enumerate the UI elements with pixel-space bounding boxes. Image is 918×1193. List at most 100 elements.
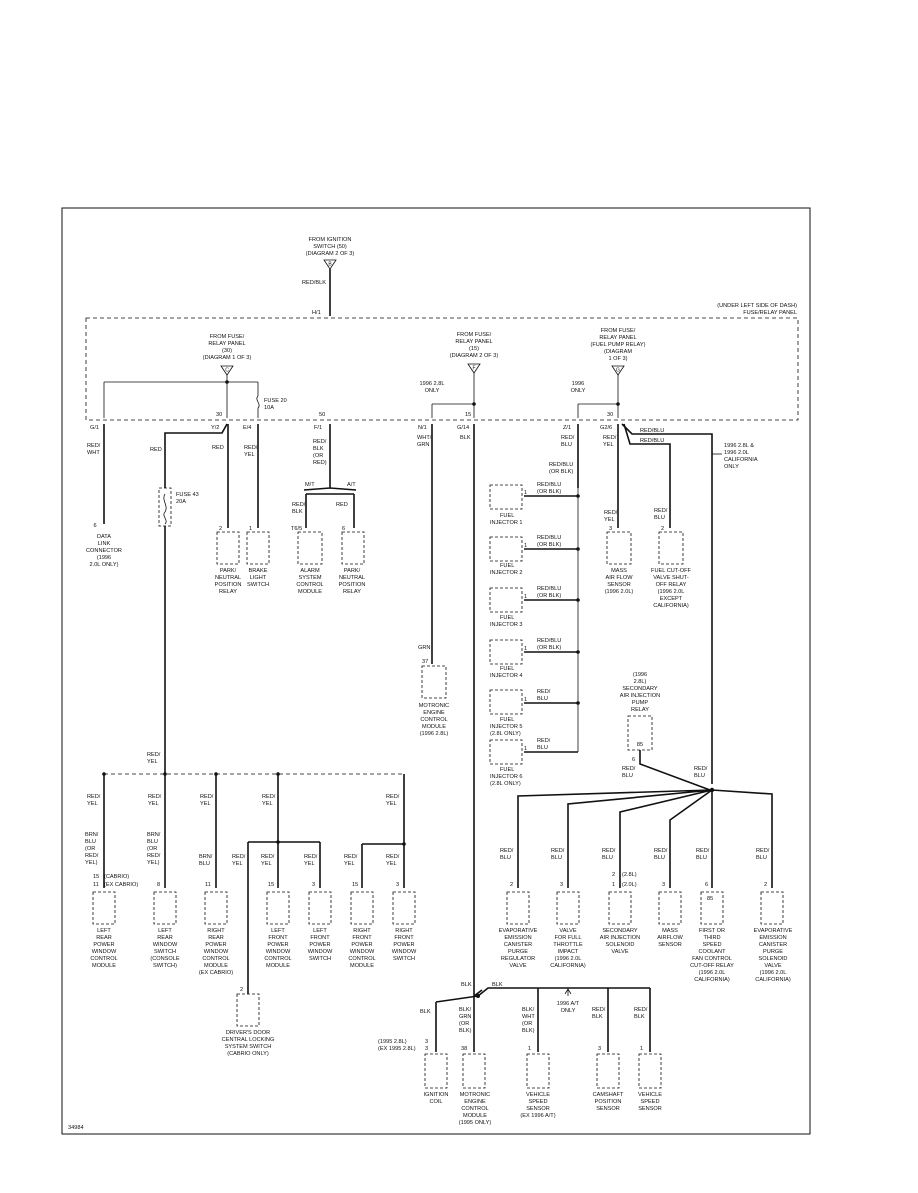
svg-text:3: 3 <box>560 882 563 888</box>
park-neutral-relay-b: PARK/ NEUTRAL POSITION RELAY <box>339 568 366 595</box>
svg-text:WINDOW: WINDOW <box>308 949 333 955</box>
svg-text:COIL: COIL <box>429 1099 442 1105</box>
svg-text:MASS: MASS <box>662 928 678 934</box>
svg-text:RED/: RED/ <box>696 848 710 854</box>
svg-text:CALIFORNIA): CALIFORNIA) <box>653 603 689 609</box>
svg-text:1: 1 <box>528 1046 531 1052</box>
svg-text:FIRST OR: FIRST OR <box>699 928 725 934</box>
bus-fuse30 <box>103 375 259 418</box>
svg-text:SWITCH: SWITCH <box>154 949 176 955</box>
wire-label-grn: GRN <box>418 645 430 651</box>
svg-text:VALVE SHUT-: VALVE SHUT- <box>653 575 689 581</box>
svg-text:BLK: BLK <box>313 446 324 452</box>
svg-text:BLU: BLU <box>561 442 572 448</box>
connector-c-icon <box>220 365 234 376</box>
svg-text:SWITCH): SWITCH) <box>153 963 177 969</box>
svg-text:(1996 2.0L: (1996 2.0L <box>555 956 582 962</box>
svg-text:(1996 2.0L: (1996 2.0L <box>658 589 685 595</box>
svg-text:15: 15 <box>268 882 274 888</box>
svg-text:MODULE: MODULE <box>350 963 374 969</box>
svg-text:RED/: RED/ <box>386 854 400 860</box>
svg-text:(OR: (OR <box>459 1021 469 1027</box>
panel-terminals: G/1 Y/2 E/4 F/1 N/1 G/14 Z/1 G2/6 <box>90 425 612 431</box>
svg-text:15: 15 <box>93 874 99 880</box>
svg-text:RED/: RED/ <box>654 508 668 514</box>
panel-pin-numbers: 30 50 15 30 <box>216 412 613 418</box>
svg-text:BLU: BLU <box>85 839 96 845</box>
svg-text:LIGHT: LIGHT <box>250 575 267 581</box>
pin-label: 1 <box>249 526 252 532</box>
wire-label-blk-3: BLK <box>420 1009 431 1015</box>
svg-text:EMISSION: EMISSION <box>759 935 786 941</box>
svg-text:FROM IGNITION: FROM IGNITION <box>309 237 352 243</box>
svg-text:IGNITION: IGNITION <box>424 1092 449 1098</box>
pin-label: T6/5 <box>291 526 302 532</box>
svg-text:BLK: BLK <box>460 435 471 441</box>
svg-text:FUEL: FUEL <box>500 767 514 773</box>
svg-text:11: 11 <box>93 882 99 888</box>
svg-text:RED/: RED/ <box>200 794 214 800</box>
svg-text:3: 3 <box>425 1039 428 1045</box>
pin-label: 6 <box>632 757 635 763</box>
svg-text:(DIAGRAM 1 OF 3): (DIAGRAM 1 OF 3) <box>203 355 252 361</box>
svg-text:DATA: DATA <box>97 534 111 540</box>
svg-text:Y/2: Y/2 <box>211 425 219 431</box>
svg-text:BRN/: BRN/ <box>199 854 213 860</box>
svg-text:WINDOW: WINDOW <box>266 949 291 955</box>
svg-text:SECONDARY: SECONDARY <box>622 686 658 692</box>
svg-text:BLK/: BLK/ <box>459 1007 472 1013</box>
svg-text:20A: 20A <box>176 499 186 505</box>
svg-text:MODULE: MODULE <box>92 963 116 969</box>
svg-text:N/1: N/1 <box>418 425 427 431</box>
svg-text:INJECTOR 3: INJECTOR 3 <box>490 622 523 628</box>
svg-text:FROM FUSE/: FROM FUSE/ <box>457 332 492 338</box>
svg-text:1996: 1996 <box>572 381 584 387</box>
svg-text:RED/BLU: RED/BLU <box>537 535 561 541</box>
svg-text:(OR BLK): (OR BLK) <box>537 645 561 651</box>
svg-text:3: 3 <box>598 1046 601 1052</box>
fanout-wire-labels: RED/BLU RED/BLU RED/BLU RED/BLU RED/BLU … <box>500 848 770 861</box>
svg-text:(EX CABRIO): (EX CABRIO) <box>104 882 138 888</box>
svg-text:WHT: WHT <box>87 450 100 456</box>
svg-text:FUSE/RELAY PANEL: FUSE/RELAY PANEL <box>743 310 797 316</box>
svg-text:FUEL CUT-OFF: FUEL CUT-OFF <box>651 568 691 574</box>
svg-text:1: 1 <box>612 882 615 888</box>
pin-label: 3 <box>609 526 612 532</box>
svg-text:FROM FUSE/: FROM FUSE/ <box>601 328 636 334</box>
svg-text:ONLY: ONLY <box>425 388 440 394</box>
wire-label-red-yel-fuse43: RED/YEL <box>147 752 161 765</box>
svg-text:AIR INJECTION: AIR INJECTION <box>620 693 660 699</box>
svg-text:RELAY PANEL: RELAY PANEL <box>455 339 492 345</box>
svg-text:(2.8L): (2.8L) <box>622 872 637 878</box>
svg-text:POWER: POWER <box>351 942 372 948</box>
svg-text:YEL: YEL <box>386 801 397 807</box>
svg-text:BLU: BLU <box>696 855 707 861</box>
svg-text:YEL: YEL <box>87 801 98 807</box>
svg-text:REGULATOR: REGULATOR <box>501 956 535 962</box>
svg-text:(2.8L ONLY): (2.8L ONLY) <box>490 781 521 787</box>
svg-text:INJECTOR 4: INJECTOR 4 <box>490 673 523 679</box>
pin-label: 2 <box>219 526 222 532</box>
splice <box>225 380 229 384</box>
window-wire-labels: RED/YEL RED/YEL RED/YEL RED/YEL RED/YEL … <box>85 794 400 867</box>
svg-text:AIR INJECTION: AIR INJECTION <box>600 935 640 941</box>
svg-text:SWITCH (50): SWITCH (50) <box>313 244 347 250</box>
svg-text:RED/: RED/ <box>386 794 400 800</box>
svg-text:(15): (15) <box>469 346 479 352</box>
svg-text:RIGHT: RIGHT <box>353 928 371 934</box>
svg-text:POWER: POWER <box>309 942 330 948</box>
svg-text:(EX 1996 A/T): (EX 1996 A/T) <box>520 1113 555 1119</box>
wire-label-blk-2: BLK <box>492 982 503 988</box>
svg-text:BLU: BLU <box>622 773 633 779</box>
svg-text:1996 A/T: 1996 A/T <box>557 1001 580 1007</box>
svg-text:CANISTER: CANISTER <box>504 942 532 948</box>
maf-top-box <box>606 531 632 565</box>
bus-fuel-pump <box>577 375 619 418</box>
svg-text:POWER: POWER <box>93 942 114 948</box>
svg-text:1: 1 <box>640 1046 643 1052</box>
fuse-43-icon <box>163 493 167 525</box>
